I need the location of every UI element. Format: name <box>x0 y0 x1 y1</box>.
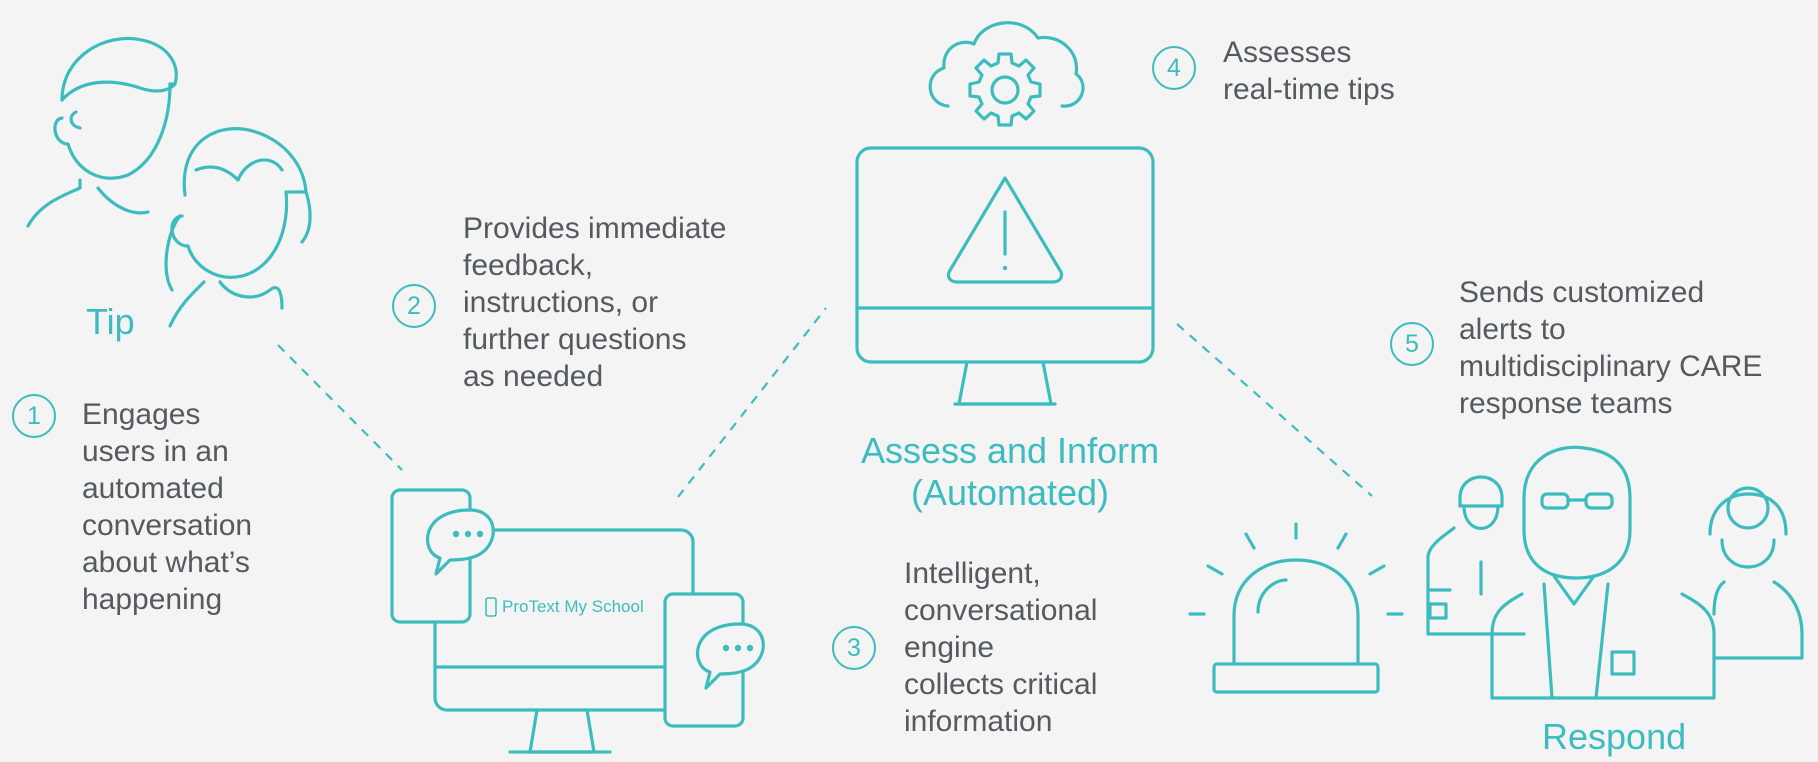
cloud-gear-icon <box>920 8 1090 128</box>
step-3-number: 3 <box>832 626 876 670</box>
monitor-warning-icon <box>855 146 1155 406</box>
connector-monitor-respond <box>1177 324 1372 496</box>
step-4-text: Assesses real-time tips <box>1223 36 1395 106</box>
response-team-icon <box>1424 444 1804 704</box>
step-5-text: Sends customized alerts to multidiscipli… <box>1459 276 1763 420</box>
step-3-text: Intelligent, conversational engine colle… <box>904 557 1098 738</box>
devices-chat-icon <box>380 482 780 762</box>
step-1-number: 1 <box>12 394 56 438</box>
step-5-number: 5 <box>1390 322 1434 366</box>
respond-label: Respond <box>1542 716 1687 757</box>
two-people-icon <box>20 20 320 340</box>
step-2-text: Provides immediate feedback, instruction… <box>463 212 727 393</box>
step-4-number: 4 <box>1152 46 1196 90</box>
brand-label: ProText My School <box>502 597 644 616</box>
step-1-text: Engages users in an automated conversati… <box>82 398 253 616</box>
assess-label: Assess and Inform (Automated) <box>860 430 1160 513</box>
step-2-number: 2 <box>392 284 436 328</box>
connector-devices-monitor <box>678 308 826 497</box>
tip-label: Tip <box>86 301 135 342</box>
connector-tip-devices <box>278 345 402 470</box>
alarm-light-icon <box>1186 512 1406 702</box>
